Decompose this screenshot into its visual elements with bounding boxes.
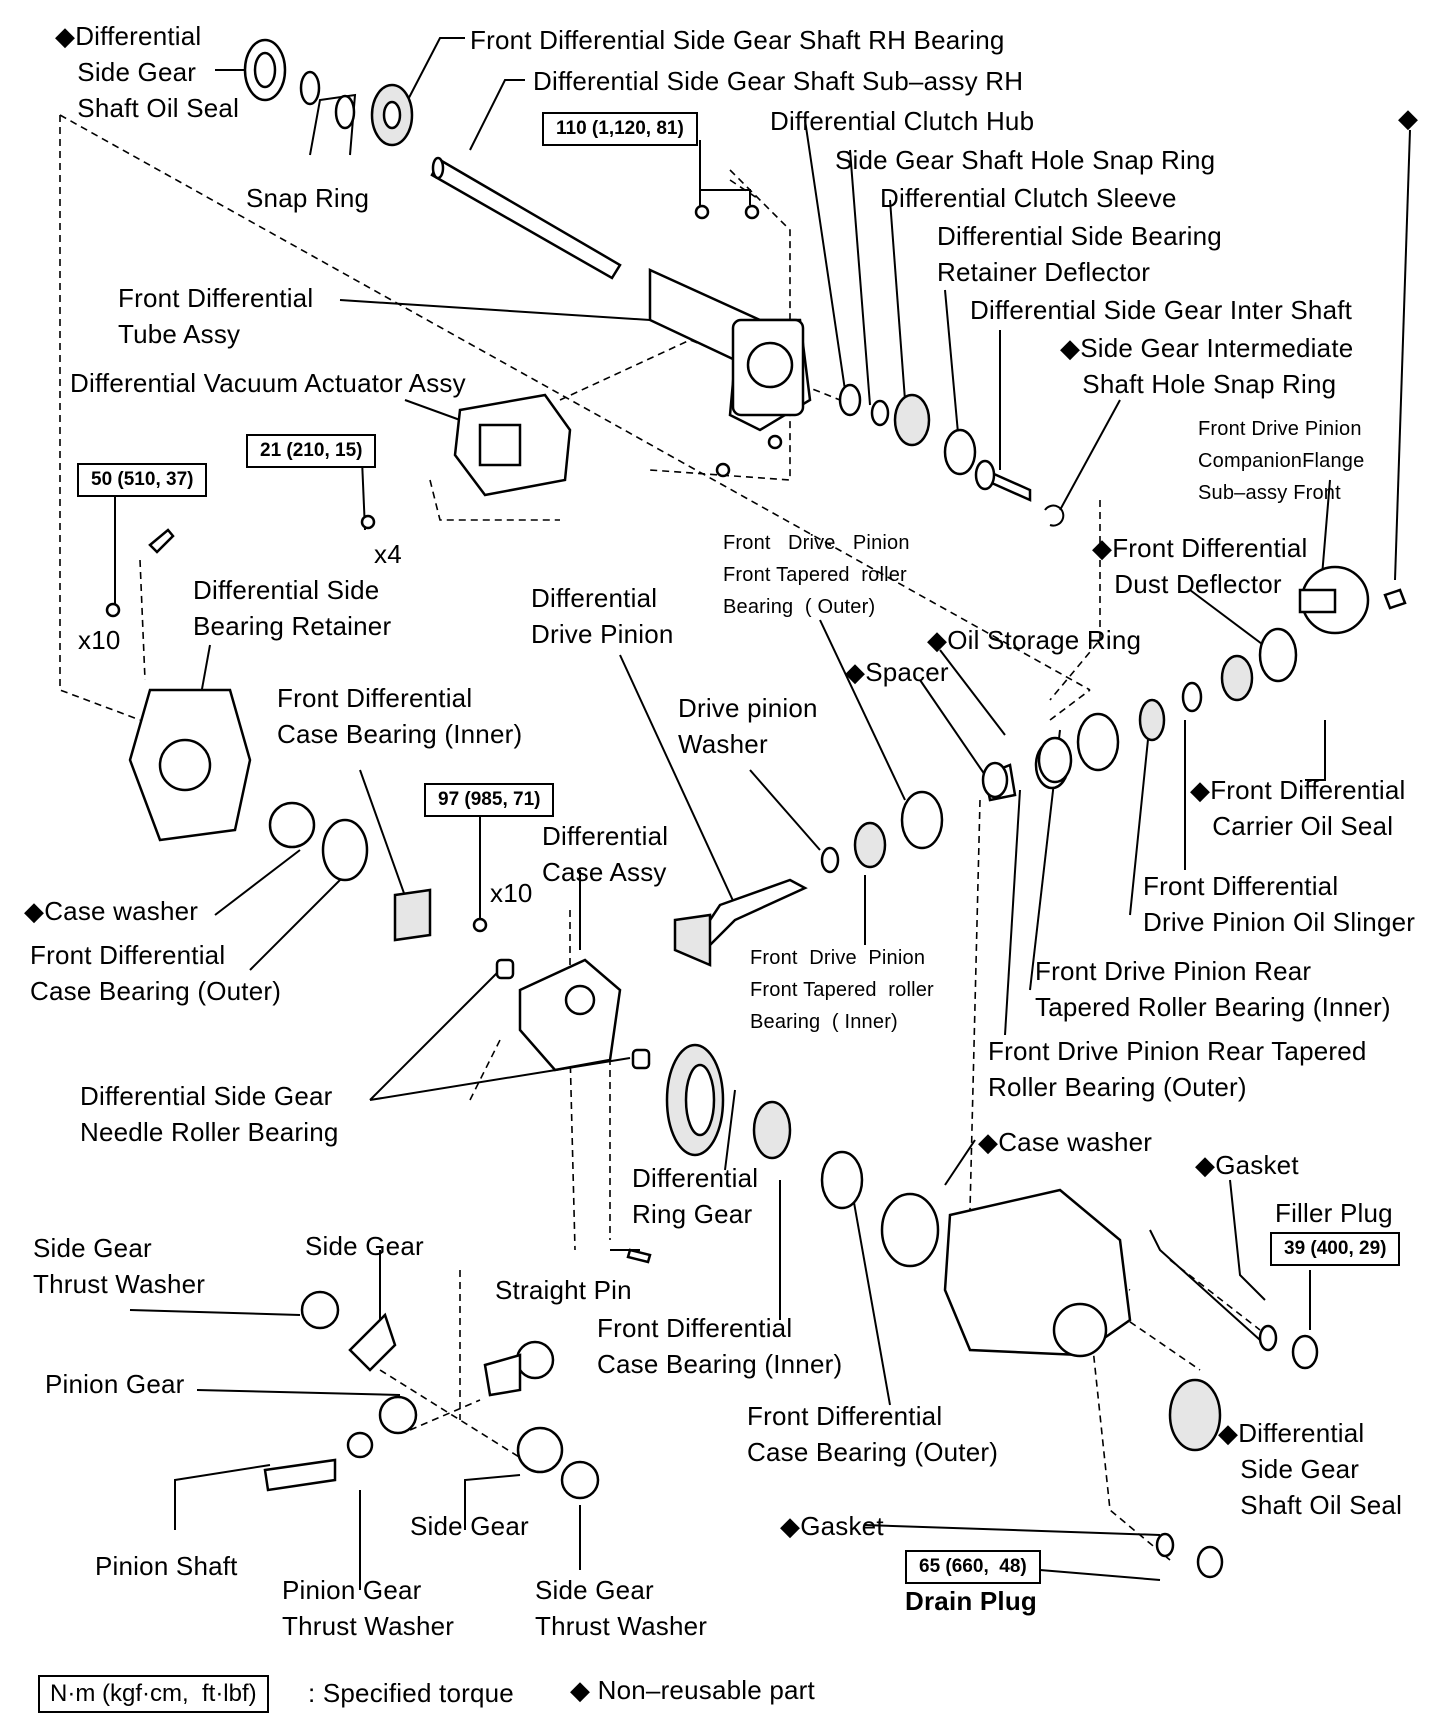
- label-dust-deflector: ◆Front Differential Dust Deflector: [1092, 533, 1308, 599]
- label-side-gear-inter-shaft: Differential Side Gear Inter Shaft: [970, 295, 1353, 325]
- label-side-gear-intermediate-snap-ring: ◆Side Gear Intermediate Shaft Hole Snap …: [1060, 333, 1354, 399]
- label-x10-a: x10: [78, 625, 121, 655]
- torque-50: 50 (510, 37): [77, 463, 208, 497]
- label-front-tapered-outer: Front Drive Pinion Front Tapered roller …: [723, 532, 910, 618]
- label-side-gear-bottom: Side Gear: [410, 1511, 529, 1541]
- torque-97: 97 (985, 71): [424, 783, 555, 817]
- label-case-washer-left: ◆Case washer: [24, 896, 199, 926]
- label-clutch-sleeve: Differential Clutch Sleeve: [880, 183, 1177, 213]
- label-spacer: ◆Spacer: [845, 657, 949, 687]
- label-x10-b: x10: [490, 878, 533, 908]
- parts: [105, 38, 1407, 1579]
- label-drive-pinion-washer: Drive pinion Washer: [678, 693, 818, 759]
- label-carrier-oil-seal: ◆Front Differential Carrier Oil Seal: [1190, 775, 1406, 841]
- label-gasket-bottom: ◆Gasket: [780, 1511, 884, 1541]
- label-side-gear-thrust-washer-left: Side Gear Thrust Washer: [33, 1233, 206, 1299]
- label-needle-roller-bearing: Differential Side Gear Needle Roller Bea…: [80, 1081, 339, 1147]
- label-rear-tapered-outer: Front Drive Pinion Rear Tapered Roller B…: [988, 1036, 1367, 1102]
- label-case-bearing-outer-left: Front Differential Case Bearing (Outer): [30, 940, 282, 1006]
- label-filler-plug: Filler Plug: [1275, 1198, 1393, 1228]
- diamond-top-right: ◆: [1398, 103, 1419, 133]
- label-case-bearing-outer-bottom: Front Differential Case Bearing (Outer): [747, 1401, 999, 1467]
- label-clutch-hub: Differential Clutch Hub: [770, 106, 1035, 136]
- label-case-bearing-inner-top: Front Differential Case Bearing (Inner): [277, 683, 523, 749]
- label-snap-ring: Snap Ring: [246, 183, 370, 213]
- label-pinion-gear-thrust-washer: Pinion Gear Thrust Washer: [282, 1575, 455, 1641]
- label-straight-pin: Straight Pin: [495, 1275, 632, 1305]
- torque-65: 65 (660, 48): [905, 1550, 1041, 1584]
- torque-39: 39 (400, 29): [1270, 1232, 1401, 1266]
- label-pinion-shaft: Pinion Shaft: [95, 1551, 238, 1581]
- label-side-gear-top: Side Gear: [305, 1231, 424, 1261]
- label-front-tapered-inner: Front Drive Pinion Front Tapered roller …: [750, 947, 934, 1033]
- label-front-diff-tube-assy: Front Differential Tube Assy: [118, 283, 314, 349]
- label-vacuum-actuator: Differential Vacuum Actuator Assy: [70, 368, 466, 398]
- legend-unit-desc: : Specified torque: [308, 1678, 514, 1708]
- label-case-bearing-inner-bottom: Front Differential Case Bearing (Inner): [597, 1313, 843, 1379]
- label-side-gear-shaft-rh: Differential Side Gear Shaft Sub–assy RH: [533, 66, 1024, 96]
- label-drive-pinion: Differential Drive Pinion: [531, 583, 674, 649]
- leader-lines: [114, 37, 1411, 1590]
- label-case-assy: Differential Case Assy: [542, 821, 669, 887]
- torque-21: 21 (210, 15): [246, 434, 377, 468]
- label-side-gear-shaft-oil-seal-bottom: ◆Differential Side Gear Shaft Oil Seal: [1218, 1418, 1403, 1520]
- label-side-gear-shaft-hole-snap-ring: Side Gear Shaft Hole Snap Ring: [835, 145, 1216, 175]
- label-side-gear-thrust-washer-right: Side Gear Thrust Washer: [535, 1575, 708, 1641]
- label-gasket-top: ◆Gasket: [1195, 1150, 1299, 1180]
- legend-nonreusable: ◆ Non–reusable part: [570, 1675, 815, 1705]
- label-pinion-gear: Pinion Gear: [45, 1369, 185, 1399]
- label-rear-tapered-inner: Front Drive Pinion Rear Tapered Roller B…: [1035, 956, 1391, 1022]
- label-oil-storage-ring: ◆Oil Storage Ring: [927, 625, 1142, 655]
- label-x4: x4: [374, 539, 402, 569]
- label-companion-flange: Front Drive Pinion CompanionFlange Sub–a…: [1198, 418, 1365, 504]
- label-ring-gear: Differential Ring Gear: [632, 1163, 759, 1229]
- label-drain-plug: Drain Plug: [905, 1586, 1038, 1616]
- label-side-bearing-retainer: Differential Side Bearing Retainer: [193, 575, 392, 641]
- legend-unit-box: N·m (kgf·cm, ft·lbf): [38, 1675, 269, 1713]
- label-side-gear-shaft-oil-seal-top: ◆Differential Side Gear Shaft Oil Seal: [55, 21, 240, 123]
- label-side-bearing-retainer-deflector: Differential Side Bearing Retainer Defle…: [937, 221, 1222, 287]
- label-case-washer-right: ◆Case washer: [978, 1127, 1153, 1157]
- torque-110: 110 (1,120, 81): [542, 112, 698, 146]
- label-oil-slinger: Front Differential Drive Pinion Oil Slin…: [1143, 871, 1416, 937]
- label-rh-bearing: Front Differential Side Gear Shaft RH Be…: [470, 25, 1005, 55]
